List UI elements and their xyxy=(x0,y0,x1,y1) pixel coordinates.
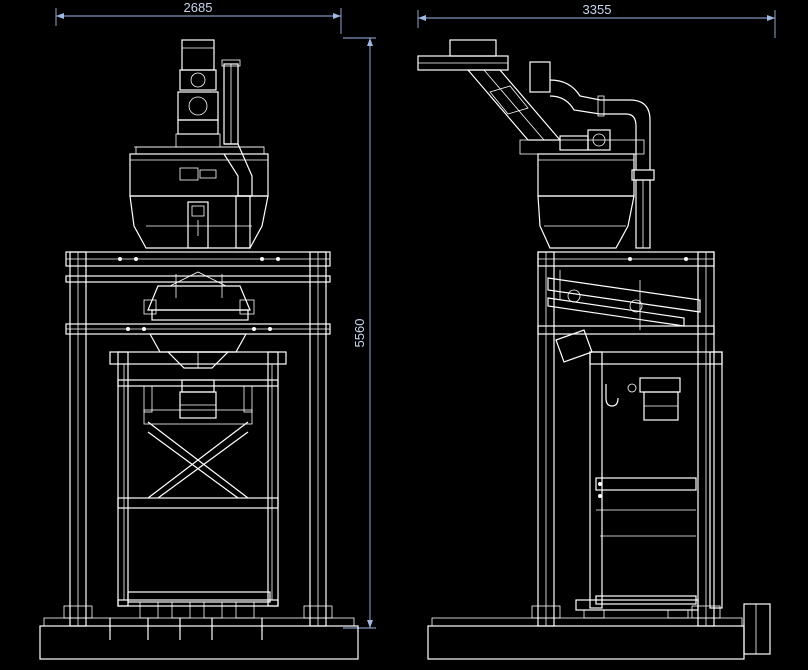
front-hopper xyxy=(129,146,269,249)
front-inlet-pipe xyxy=(221,59,253,249)
front-top-drive xyxy=(175,39,221,148)
front-screener xyxy=(143,271,255,321)
front-inner-frame xyxy=(109,351,287,607)
front-view xyxy=(39,39,359,660)
height-dimension: 5560 xyxy=(343,37,376,629)
front-base-plinth xyxy=(39,625,359,660)
side-return-pipe xyxy=(529,61,655,249)
front-cross-bracing xyxy=(143,409,253,499)
side-hopper xyxy=(519,129,645,249)
side-bottom xyxy=(575,535,699,619)
side-screen-deck xyxy=(547,270,701,363)
front-discharge xyxy=(143,333,253,419)
front-width-dimension: 2685 xyxy=(55,0,342,34)
side-discharge xyxy=(605,377,681,421)
front-upper-beams xyxy=(65,251,331,335)
side-view xyxy=(417,39,771,660)
side-inclined-chute xyxy=(417,39,562,141)
side-width-dimension: 3355 xyxy=(417,2,776,38)
side-width-label: 3355 xyxy=(583,2,612,17)
front-width-label: 2685 xyxy=(184,0,213,15)
side-base-plinth xyxy=(427,625,745,660)
front-bottom-pallet xyxy=(109,591,271,640)
height-label: 5560 xyxy=(352,319,367,348)
front-outer-columns xyxy=(63,251,333,627)
